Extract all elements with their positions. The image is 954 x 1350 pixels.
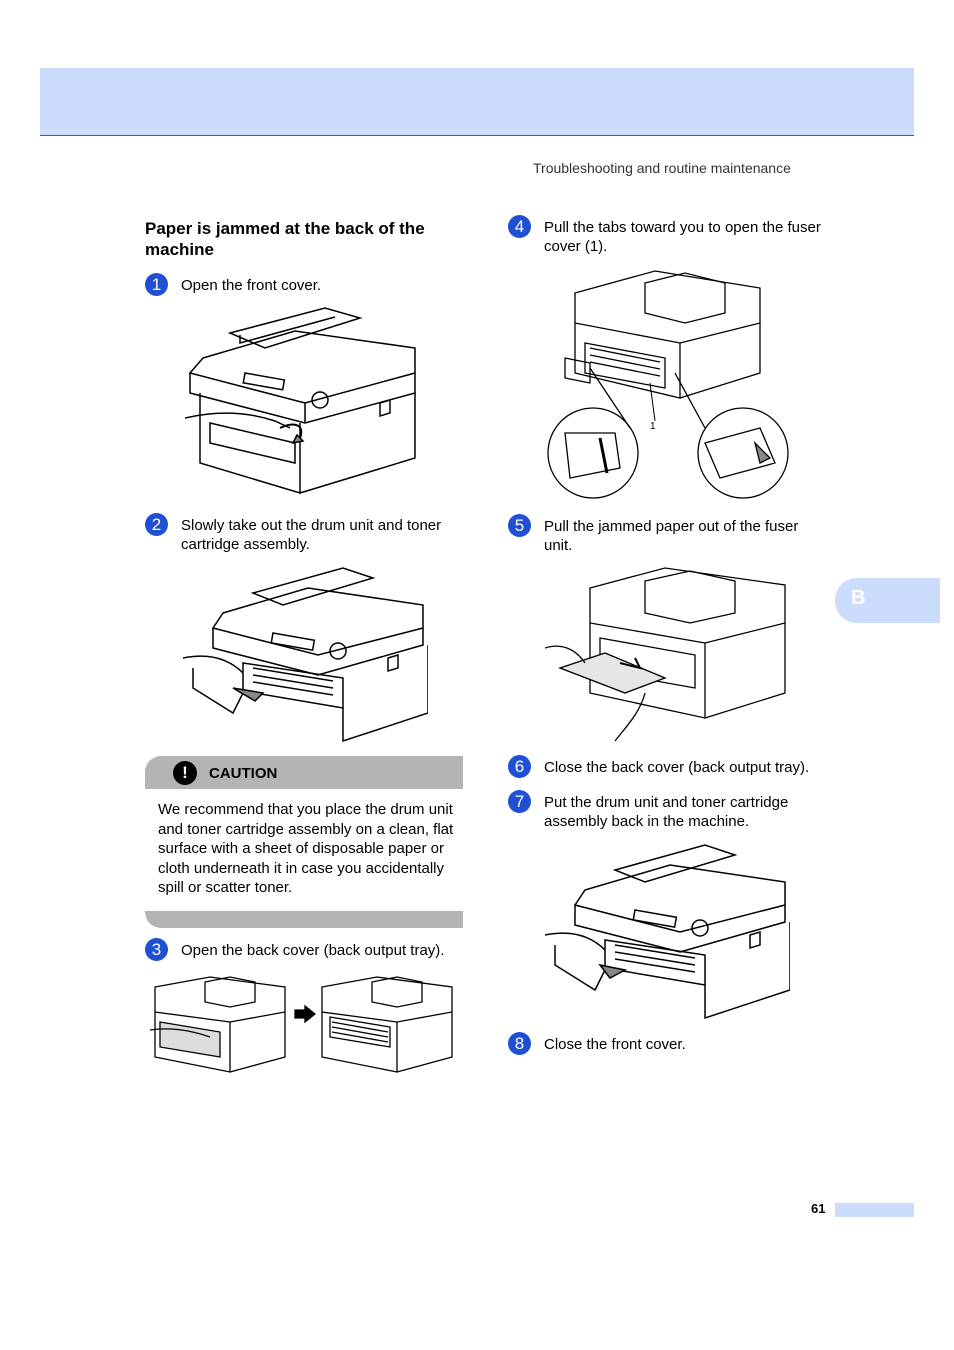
figure-open-back-cover xyxy=(150,972,460,1077)
step-text: Put the drum unit and toner cartridge as… xyxy=(544,794,789,830)
figure-remove-drum-unit xyxy=(183,563,428,743)
figure-open-fuser-cover: 1 xyxy=(545,263,795,503)
step-text: Close the front cover. xyxy=(544,1036,686,1053)
figure-open-front-cover xyxy=(185,303,425,503)
chapter-tab[interactable]: B xyxy=(835,578,940,623)
running-head: Troubleshooting and routine maintenance xyxy=(533,160,791,176)
step-number-badge: 5 xyxy=(508,514,531,537)
caution-label: CAUTION xyxy=(209,765,278,782)
step-number-badge: 6 xyxy=(508,755,531,778)
page-number-bar xyxy=(835,1203,914,1217)
step-number-badge: 1 xyxy=(145,273,168,296)
section-title: Paper is jammed at the back of the machi… xyxy=(145,219,425,259)
step-text: Close the back cover (back output tray). xyxy=(544,759,810,776)
figure-reinsert-drum-unit xyxy=(545,840,790,1020)
step-text: Slowly take out the drum unit and toner … xyxy=(181,517,442,553)
step-number-badge: 4 xyxy=(508,215,531,238)
exclamation-icon: ! xyxy=(173,761,197,785)
chapter-tab-label: B xyxy=(851,587,866,609)
figure-pull-jammed-paper xyxy=(545,563,790,743)
header-band xyxy=(40,68,914,136)
caution-footer-bar xyxy=(145,911,463,928)
step-number-badge: 8 xyxy=(508,1032,531,1055)
step-text: Open the back cover (back output tray). xyxy=(181,942,445,959)
caution-text: We recommend that you place the drum uni… xyxy=(158,801,454,896)
step-number-badge: 3 xyxy=(145,938,168,961)
caution-header: ! CAUTION xyxy=(145,756,463,789)
step-text: Pull the tabs toward you to open the fus… xyxy=(544,219,821,255)
step-text: Open the front cover. xyxy=(181,277,322,294)
step-text: Pull the jammed paper out of the fuser u… xyxy=(544,518,799,554)
step-number-badge: 2 xyxy=(145,513,168,536)
fuser-callout-label: 1 xyxy=(650,421,656,432)
step-number-badge: 7 xyxy=(508,790,531,813)
page-number: 61 xyxy=(811,1201,826,1216)
